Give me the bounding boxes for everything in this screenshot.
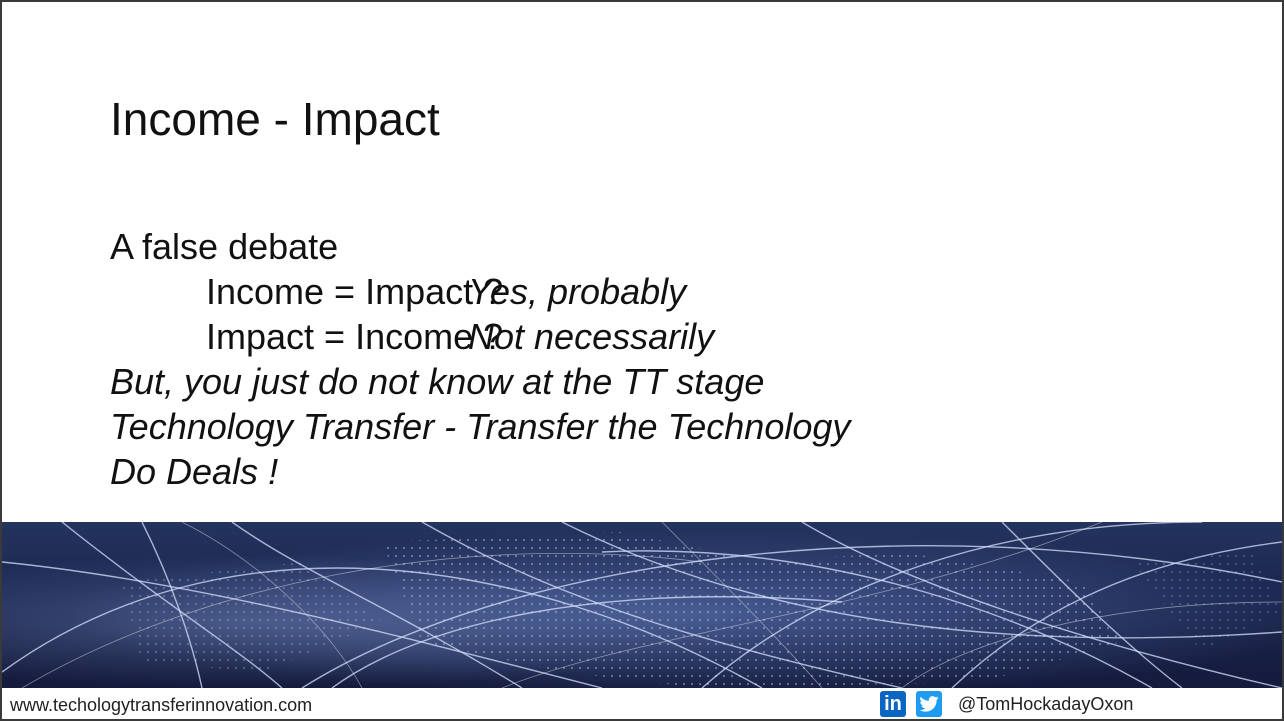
answer-not-necessarily: Not necessarily: [468, 316, 715, 357]
line-tt-stage: But, you just do not know at the TT stag…: [110, 361, 765, 402]
slide-title: Income - Impact: [110, 93, 440, 145]
social-links: in @TomHockadayOxon: [880, 691, 1133, 717]
question-income-impact: Income = Impact ?: [206, 271, 504, 312]
slide-body: A false debate Income = Impact ? Yes, pr…: [110, 224, 850, 494]
line-income-impact: Income = Impact ? Yes, probably: [110, 269, 850, 314]
answer-yes-probably: Yes, probably: [468, 271, 687, 312]
question-impact-income: Impact = Income ?: [206, 316, 504, 357]
twitter-icon[interactable]: [916, 691, 942, 717]
footer: www.techologytransferinnovation.com in @…: [2, 688, 1282, 719]
line-technology-transfer: Technology Transfer - Transfer the Techn…: [110, 406, 851, 447]
twitter-handle[interactable]: @TomHockadayOxon: [958, 693, 1134, 714]
website-link[interactable]: www.techologytransferinnovation.com: [10, 695, 313, 715]
network-banner-image: [2, 522, 1282, 688]
line-false-debate: A false debate: [110, 226, 339, 267]
line-do-deals: Do Deals !: [110, 451, 279, 492]
linkedin-icon[interactable]: in: [880, 691, 906, 717]
line-impact-income: Impact = Income ? Not necessarily: [110, 314, 850, 359]
